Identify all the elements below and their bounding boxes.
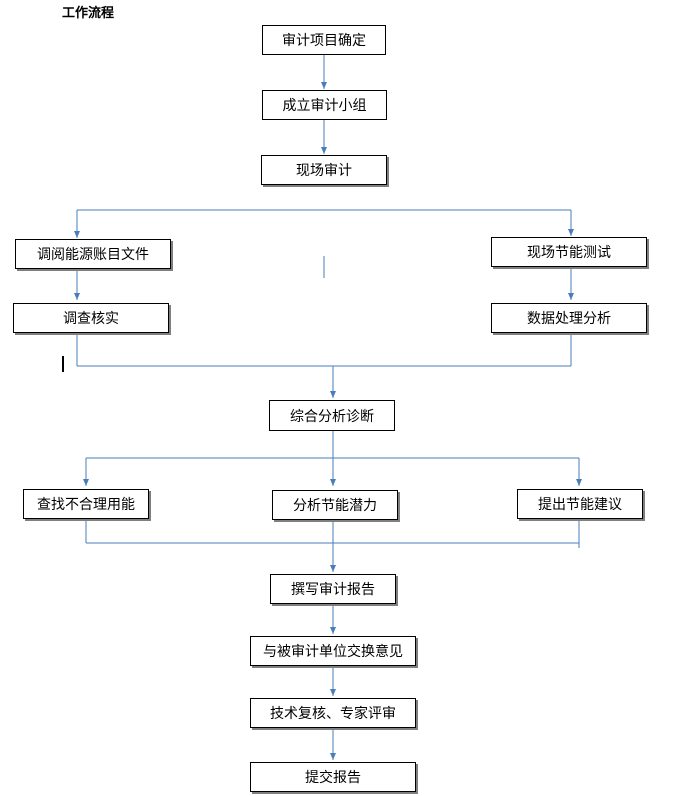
step-suggestions: 提出节能建议 — [517, 489, 643, 519]
step-find-waste: 查找不合理用能 — [23, 489, 149, 519]
stray-mark — [62, 356, 64, 372]
step-submit: 提交报告 — [250, 762, 416, 792]
step-diagnosis: 综合分析诊断 — [269, 400, 395, 431]
page-title: 工作流程 — [62, 6, 115, 21]
step-exchange: 与被审计单位交换意见 — [250, 636, 416, 666]
step-form-team: 成立审计小组 — [262, 90, 387, 120]
step-energy-test: 现场节能测试 — [491, 237, 647, 267]
step-confirm-project: 审计项目确定 — [262, 25, 386, 55]
step-write-report: 撰写审计报告 — [270, 574, 396, 604]
step-review-docs: 调阅能源账目文件 — [15, 239, 171, 269]
step-onsite-audit: 现场审计 — [261, 155, 387, 185]
step-tech-review: 技术复核、专家评审 — [250, 698, 416, 728]
step-verify: 调查核实 — [13, 303, 169, 333]
step-data-analysis: 数据处理分析 — [491, 303, 647, 333]
step-potential: 分析节能潜力 — [272, 490, 398, 520]
